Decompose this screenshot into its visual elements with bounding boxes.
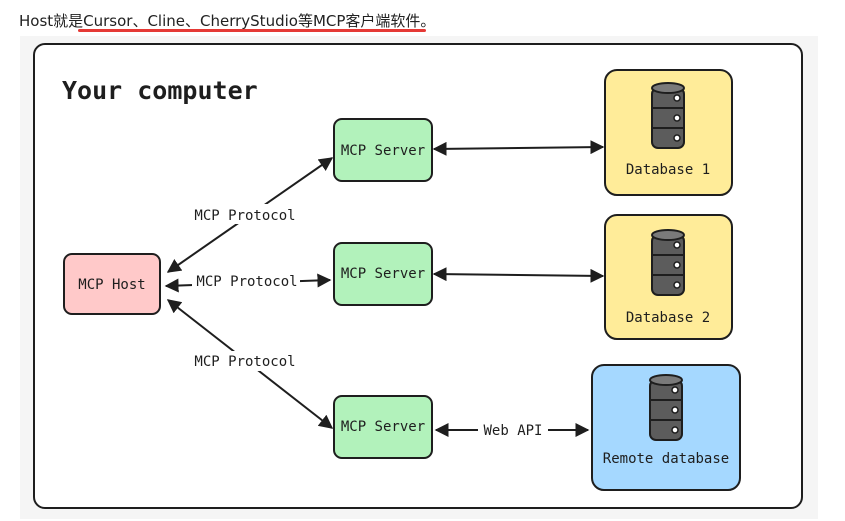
caption: Host就是Cursor、Cline、CherryStudio等MCP客户端软件… [19,10,435,31]
mcp-server-node-3: MCP Server [333,395,433,459]
database-label-2: Database 2 [626,310,710,326]
edge-label-protocol-3: MCP Protocol [194,354,295,370]
database-label-1: Database 1 [626,162,710,178]
mcp-server-node-1: MCP Server [333,118,433,182]
caption-suffix: 等MCP客户端软件。 [297,12,436,30]
remote-database-node: Remote database [591,364,741,491]
database-icon [651,229,685,296]
caption-highlight: Cursor、Cline、CherryStudio [83,12,298,30]
edge-server-2-db-2 [432,267,605,283]
caption-prefix: Host就是 [19,12,84,30]
database-label-remote: Remote database [603,451,729,467]
caption-underline [78,29,426,32]
mcp-server-node-2: MCP Server [333,242,433,306]
mcp-server-label-2: MCP Server [341,266,425,282]
mcp-host-node: MCP Host [63,253,161,315]
mcp-server-label-3: MCP Server [341,419,425,435]
database-node-2: Database 2 [604,214,733,340]
mcp-host-label: MCP Host [78,277,145,293]
database-icon [649,374,683,441]
database-icon [651,82,685,149]
diagram-title: Your computer [62,76,258,105]
database-node-1: Database 1 [604,69,733,196]
edge-label-web-api: Web API [483,423,542,439]
edge-label-protocol-1: MCP Protocol [194,208,295,224]
mcp-server-label-1: MCP Server [341,143,425,159]
edge-label-protocol-2: MCP Protocol [196,274,297,290]
edge-server-1-db-1 [432,140,605,156]
